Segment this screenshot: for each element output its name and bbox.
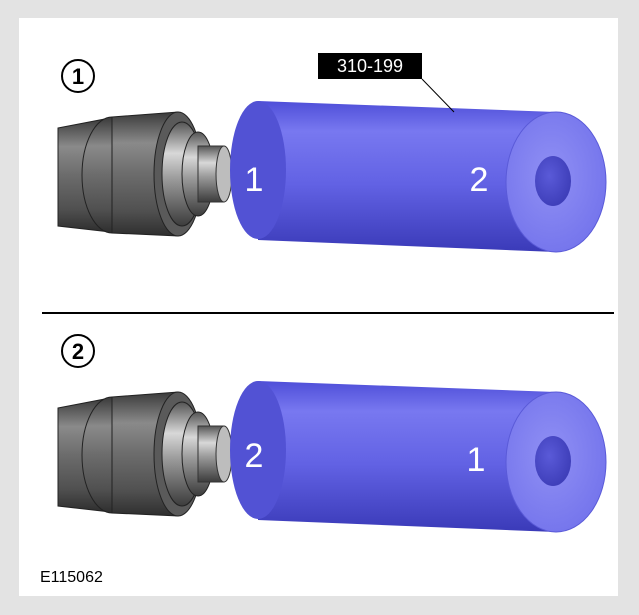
- shaft-assembly: [57, 391, 233, 517]
- tool-bore: [535, 156, 571, 206]
- step-1-number: 1: [72, 64, 84, 89]
- tool-callout: 310-199: [318, 53, 455, 113]
- tool-310-199: [230, 101, 607, 253]
- shaft-assembly: [57, 111, 233, 237]
- tool-310-199: [230, 381, 607, 533]
- step-2-number: 2: [72, 339, 84, 364]
- step-2-circle: [61, 334, 95, 368]
- figure-id: E115062: [40, 569, 103, 586]
- tool-end-label-left: 2: [245, 437, 264, 475]
- step-1-circle: [61, 59, 95, 93]
- tool-bore: [535, 436, 571, 486]
- tool-end-label-right: 1: [467, 441, 486, 479]
- step-2-panel: 2 2 1: [57, 334, 607, 533]
- tool-end-label-right: 2: [470, 161, 489, 199]
- step-1-panel: 1 1 2 310-199: [57, 53, 607, 253]
- tool-callout-label: 310-199: [337, 56, 403, 76]
- tool-end-label-left: 1: [245, 161, 264, 199]
